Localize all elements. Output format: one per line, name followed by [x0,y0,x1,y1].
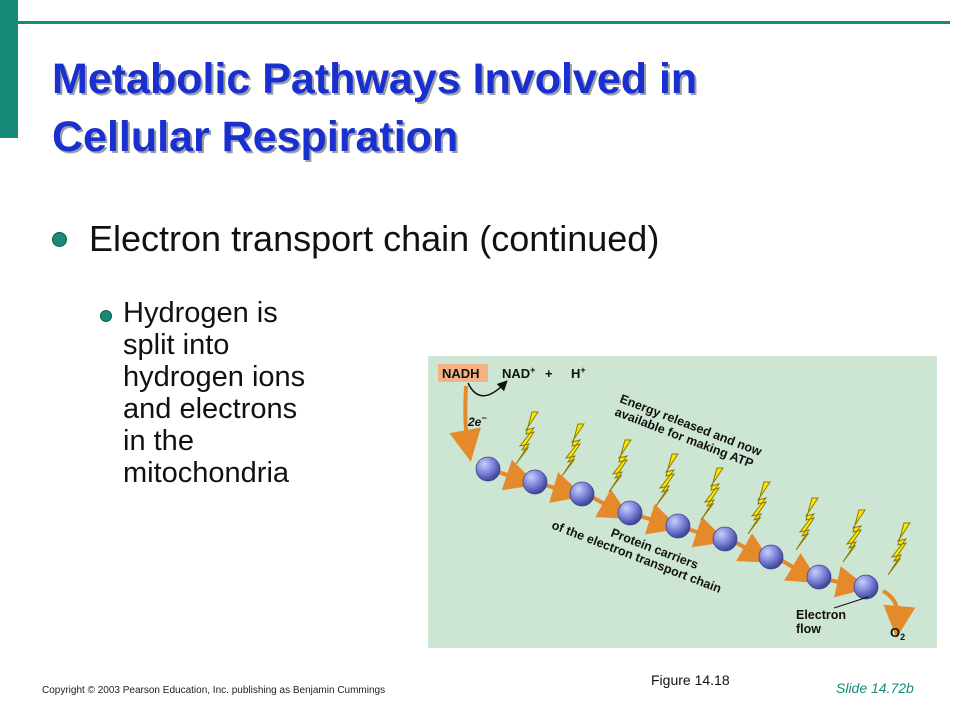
protein-carrier-icon [665,513,691,539]
slide-number: Slide 14.72b [836,680,914,696]
bullet-line: split into [123,329,230,361]
electron-flow-line-1: Electron [796,608,846,622]
bullet-level-1: Electron transport chain (continued) [52,218,659,260]
bullet-level-1-text: Electron transport chain (continued) [89,218,660,259]
bullet-line: in the [123,425,194,457]
lightning-bolt-icon [655,453,679,507]
final-flow-arrow [881,589,916,638]
oxygen-label: O2 [890,625,905,642]
nadh-split-arrow [467,380,508,397]
h-text: H [571,366,580,381]
bullet-line: and electrons [123,393,298,425]
electron-transport-figure: NADH NAD+ + H+ 2e− Energy released and n… [428,356,937,648]
nad-label: NAD+ [502,365,535,381]
lightning-bolt-icon [608,439,632,493]
protein-carrier-icon [758,544,784,570]
two-e-superscript: − [481,413,487,423]
copyright-notice: Copyright © 2003 Pearson Education, Inc.… [42,685,386,696]
two-electrons-label: 2e− [467,413,487,429]
h-superscript: + [580,365,585,375]
o2-text: O [890,625,900,640]
protein-carrier-icon [853,574,879,600]
accent-bar-horizontal [18,21,950,24]
flow-arrow [779,553,820,584]
flow-arrow [544,472,585,503]
accent-bar-vertical [0,0,18,138]
bullet-level-2-text: Hydrogen is split into hydrogen ions and… [123,297,383,489]
flow-arrow [734,533,772,563]
protein-carrier-icon [522,469,548,495]
protein-carrier-icon [806,564,832,590]
flow-pointer-line [833,596,869,609]
protein-carrier-icon [475,456,501,482]
protein-carrier-icon [712,526,738,552]
nadh-label: NADH [442,366,480,381]
nad-superscript: + [530,365,535,375]
lightning-bolt-icon [561,423,585,477]
lightning-bolt-icon [515,411,539,465]
title-line-1: Metabolic Pathways Involved in [52,55,698,103]
plus-sign: + [545,366,553,381]
bullet-line: mitochondria [123,457,290,489]
flow-arrow [687,516,728,548]
bullet-line: Hydrogen is [123,297,278,329]
electron-flow-arrows [497,459,869,598]
bullet-level-2: Hydrogen is split into hydrogen ions and… [100,297,383,489]
protein-carriers [475,456,879,600]
protein-carrier-icon [569,481,595,507]
nadh-box [438,364,488,382]
flow-arrow [828,566,869,598]
energy-bolts [515,411,911,576]
o2-subscript: 2 [900,632,905,642]
lightning-bolt-icon [795,497,819,551]
electron-flow-line-2: flow [796,622,821,636]
figure-svg: NADH NAD+ + H+ 2e− Energy released and n… [438,364,916,642]
flow-arrow [639,503,681,535]
bullet-line: hydrogen ions [123,361,306,393]
electron-entry-arrow [449,385,481,462]
two-e-text: 2e [467,415,482,429]
figure-caption: Figure 14.18 [651,672,730,688]
lightning-bolt-icon [747,481,771,535]
bullet-dot-icon [52,231,67,247]
lightning-bolt-icon [700,467,724,521]
energy-label: Energy released and now available for ma… [613,392,764,471]
flow-arrow [497,459,538,491]
slide-title: Metabolic Pathways Involved in Cellular … [52,50,912,166]
title-line-2: Cellular Respiration [52,113,459,161]
protein-carrier-icon [617,500,643,526]
lightning-bolt-icon [887,522,911,576]
lightning-bolt-icon [842,509,866,563]
bullet-dot-icon [100,310,112,322]
h-ion-label: H+ [571,365,586,381]
flow-arrow [591,489,631,519]
nad-text: NAD [502,366,530,381]
